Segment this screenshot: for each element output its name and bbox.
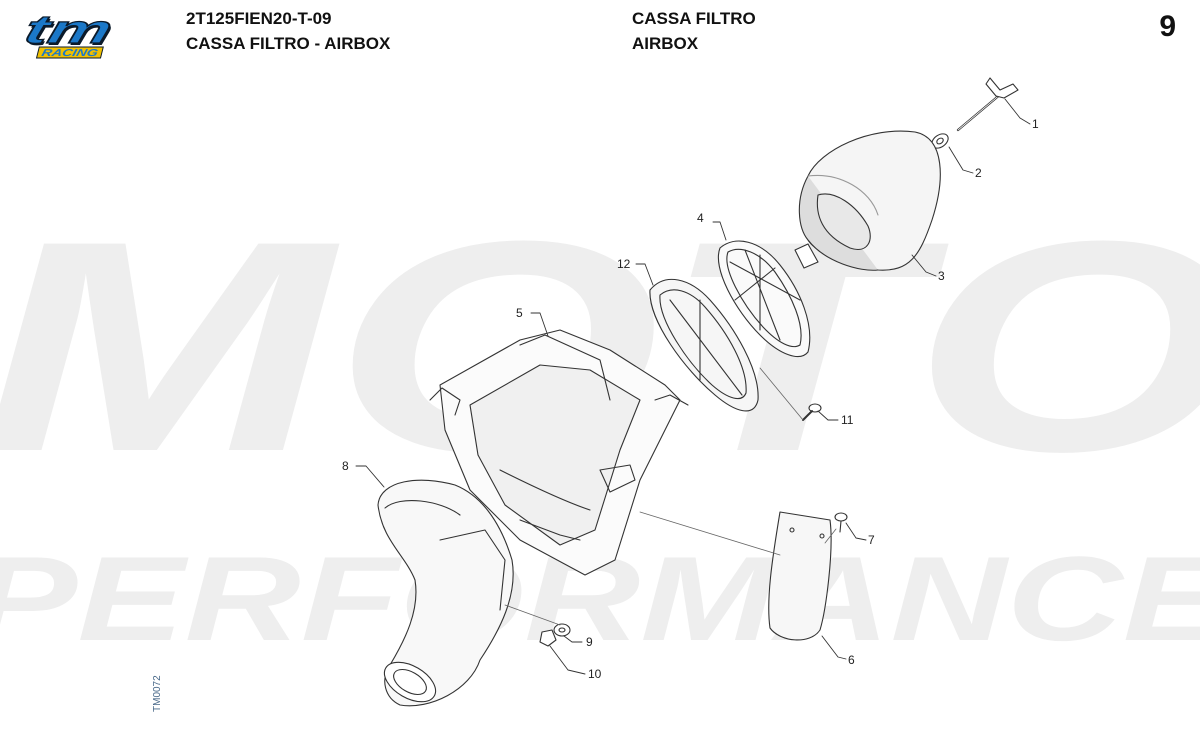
part-8-intake-boot [377,479,514,707]
callout-3: 3 [938,269,945,283]
callout-2: 2 [975,166,982,180]
callout-8: 8 [342,459,349,473]
part-9-washer [553,623,571,637]
part-12-gasket [649,278,759,412]
callout-1: 1 [1032,117,1039,131]
section-title-it: CASSA FILTRO [632,9,756,28]
callout-11: 11 [841,413,854,427]
part-3-air-filter [798,130,941,271]
tm-racing-logo: tm tm RACING [22,12,119,59]
callout-5: 5 [516,306,523,320]
callout-12: 12 [617,257,631,271]
logo-subtitle-bar [35,46,104,59]
part-11-screw [802,403,822,421]
part-5-airbox [429,329,689,576]
part-10-nut [539,629,557,647]
callout-9: 9 [586,635,593,649]
page-title-it: CASSA FILTRO - AIRBOX [186,34,391,53]
callout-6: 6 [848,653,855,667]
part-4-filter-cage [717,240,811,357]
part-1-wing-bolt [956,77,1019,132]
part-4-cage-spigot [794,243,819,269]
callout-4: 4 [697,211,704,225]
drawing-reference-code: TM0072 [152,675,163,712]
callout-7: 7 [868,533,875,547]
section-title-en: AIRBOX [632,34,699,53]
part-6-mud-flap [768,511,832,641]
assembly-guide-lines [504,367,837,626]
logo-subtitle-text: RACING [40,48,99,59]
drawing-code: 2T125FIEN20-T-09 [186,9,332,28]
part-7-screw [834,512,848,533]
callout-leaders [355,98,1031,675]
page-number: 9 [1159,10,1176,43]
logo-brand-text: tm [22,12,117,52]
callout-10: 10 [588,667,602,681]
